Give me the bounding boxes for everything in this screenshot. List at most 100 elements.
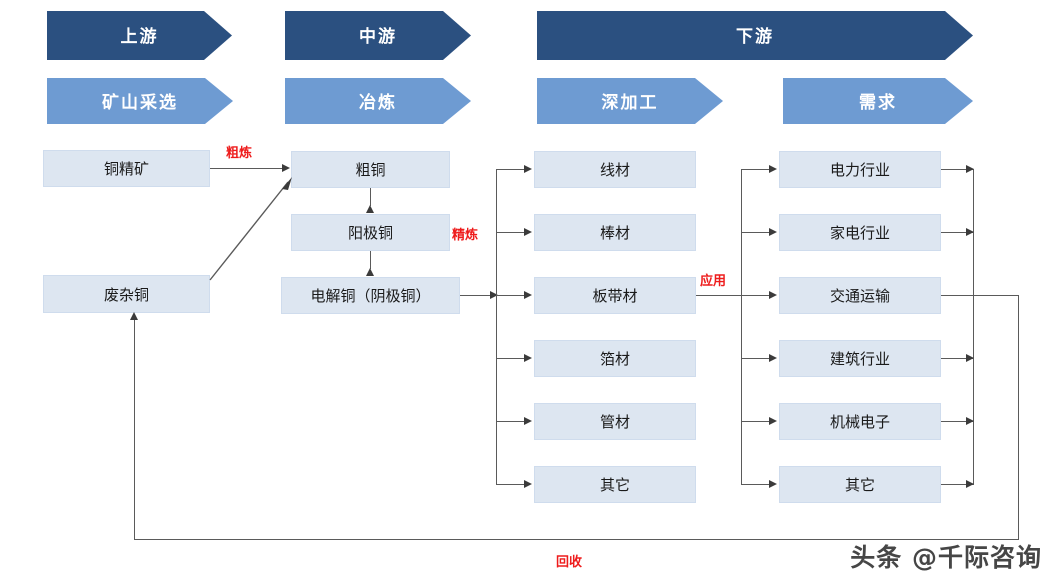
node-home-appliance-industry-label: 家电行业 — [829, 224, 890, 242]
branch-to-transportation — [741, 295, 773, 297]
collect-from-demand-other — [941, 484, 973, 486]
branch-to-construction — [741, 358, 773, 360]
bus-demand-distributor — [741, 169, 743, 485]
node-blister-copper-label: 粗铜 — [355, 161, 386, 179]
node-wire-rod-label: 线材 — [599, 161, 630, 179]
edge-electrolytic-to-bus — [460, 295, 498, 297]
recycle-to-scrap-copper-arrow — [130, 312, 138, 320]
watermark-text: 头条 @千际咨询 — [850, 543, 1042, 572]
stage-header-mining: 矿山采选 — [47, 78, 233, 124]
node-copper-concentrate[interactable]: 铜精矿 — [43, 150, 210, 187]
collect-from-demand-other-arrow — [966, 480, 974, 488]
edge-anode-to-electrolytic — [370, 251, 372, 269]
node-scrap-copper-label: 废杂铜 — [103, 285, 149, 304]
node-wire-rod[interactable]: 线材 — [534, 151, 696, 188]
edge-blister-to-anode-arrow — [366, 205, 374, 213]
node-tube[interactable]: 管材 — [534, 403, 696, 440]
node-electrolytic-copper[interactable]: 电解铜（阴极铜） — [281, 277, 460, 314]
branch-to-bar-arrow — [524, 228, 532, 236]
node-bar[interactable]: 棒材 — [534, 214, 696, 251]
node-construction-industry[interactable]: 建筑行业 — [779, 340, 941, 377]
branch-to-machinery-electronics-arrow — [769, 417, 777, 425]
collect-from-home-appliance — [941, 232, 973, 234]
node-scrap-copper[interactable]: 废杂铜 — [43, 275, 210, 313]
edge-label-rough-smelting: 粗炼 — [226, 142, 252, 161]
node-machinery-electronics[interactable]: 机械电子 — [779, 403, 941, 440]
branch-to-wire-rod — [496, 169, 528, 171]
edge-label-application: 应用 — [700, 270, 726, 289]
stage-header-demand: 需求 — [783, 78, 973, 124]
branch-to-power-industry — [741, 169, 773, 171]
branch-to-home-appliance-arrow — [769, 228, 777, 236]
node-home-appliance-industry[interactable]: 家电行业 — [779, 214, 941, 251]
edge-anode-to-electrolytic-arrow — [366, 268, 374, 276]
node-foil-label: 箔材 — [599, 350, 630, 368]
edge-blister-to-anode — [370, 188, 372, 206]
edge-scrap-to-blister — [209, 177, 292, 281]
node-anode-copper[interactable]: 阳极铜 — [291, 214, 450, 251]
branch-to-processing-other-arrow — [524, 480, 532, 488]
tier-header-upstream: 上游 — [47, 11, 232, 60]
branch-to-power-industry-arrow — [769, 165, 777, 173]
collect-from-transportation — [941, 295, 1019, 297]
node-construction-industry-label: 建筑行业 — [829, 350, 890, 368]
branch-to-tube-arrow — [524, 417, 532, 425]
collect-from-construction-arrow — [966, 354, 974, 362]
collect-from-machinery-electronics — [941, 421, 973, 423]
node-machinery-electronics-label: 机械电子 — [829, 413, 890, 431]
branch-to-home-appliance — [741, 232, 773, 234]
recycle-left-riser — [134, 320, 136, 540]
edge-label-recycling-text: 回收 — [556, 555, 583, 570]
edge-label-refining-text: 精炼 — [452, 228, 479, 243]
edge-concentrate-to-blister-arrow — [282, 164, 290, 172]
stage-header-smelting: 冶炼 — [285, 78, 471, 124]
bus-demand-collector — [973, 169, 975, 485]
tier-header-downstream: 下游 — [537, 11, 973, 60]
tier-header-midstream-label: 中游 — [359, 27, 397, 47]
collect-from-power-industry — [941, 169, 973, 171]
branch-to-processing-other — [496, 484, 528, 486]
edge-concentrate-to-blister — [210, 168, 283, 170]
edge-label-rough-smelting-text: 粗炼 — [226, 146, 253, 161]
tier-header-downstream-label: 下游 — [736, 27, 774, 47]
node-power-industry-label: 电力行业 — [829, 161, 890, 179]
node-foil[interactable]: 箔材 — [534, 340, 696, 377]
branch-to-tube — [496, 421, 528, 423]
stage-header-processing-label: 深加工 — [601, 92, 659, 113]
collect-from-construction — [941, 358, 973, 360]
stage-header-mining-label: 矿山采选 — [102, 92, 178, 113]
edge-label-application-text: 应用 — [700, 274, 727, 289]
stage-header-processing: 深加工 — [537, 78, 723, 124]
node-tube-label: 管材 — [599, 413, 630, 431]
branch-to-demand-other — [741, 484, 773, 486]
tier-header-upstream-label: 上游 — [120, 27, 159, 47]
branch-to-bar — [496, 232, 528, 234]
node-transportation[interactable]: 交通运输 — [779, 277, 941, 314]
edge-label-refining: 精炼 — [452, 224, 478, 243]
node-sheet-strip-label: 板带材 — [592, 287, 638, 305]
collect-from-power-industry-arrow — [966, 165, 974, 173]
node-anode-copper-label: 阳极铜 — [347, 224, 393, 242]
branch-to-wire-rod-arrow — [524, 165, 532, 173]
node-processing-other[interactable]: 其它 — [534, 466, 696, 503]
node-demand-other-label: 其它 — [844, 476, 875, 494]
edge-sheet-strip-to-demand-bus — [696, 295, 743, 297]
branch-to-sheet-strip-arrow — [524, 291, 532, 299]
node-demand-other[interactable]: 其它 — [779, 466, 941, 503]
node-electrolytic-copper-label: 电解铜（阴极铜） — [310, 287, 431, 305]
edge-label-recycling: 回收 — [556, 551, 582, 570]
node-blister-copper[interactable]: 粗铜 — [291, 151, 450, 188]
branch-to-sheet-strip — [496, 295, 528, 297]
branch-to-construction-arrow — [769, 354, 777, 362]
node-bar-label: 棒材 — [599, 224, 630, 242]
watermark: 头条 @千际咨询 — [850, 538, 1042, 574]
collect-from-home-appliance-arrow — [966, 228, 974, 236]
edge-electrolytic-to-bus-arrow — [490, 291, 498, 299]
stage-header-smelting-label: 冶炼 — [359, 92, 397, 113]
stage-header-demand-label: 需求 — [859, 92, 897, 113]
node-power-industry[interactable]: 电力行业 — [779, 151, 941, 188]
branch-to-foil — [496, 358, 528, 360]
node-processing-other-label: 其它 — [599, 476, 630, 494]
node-sheet-strip[interactable]: 板带材 — [534, 277, 696, 314]
